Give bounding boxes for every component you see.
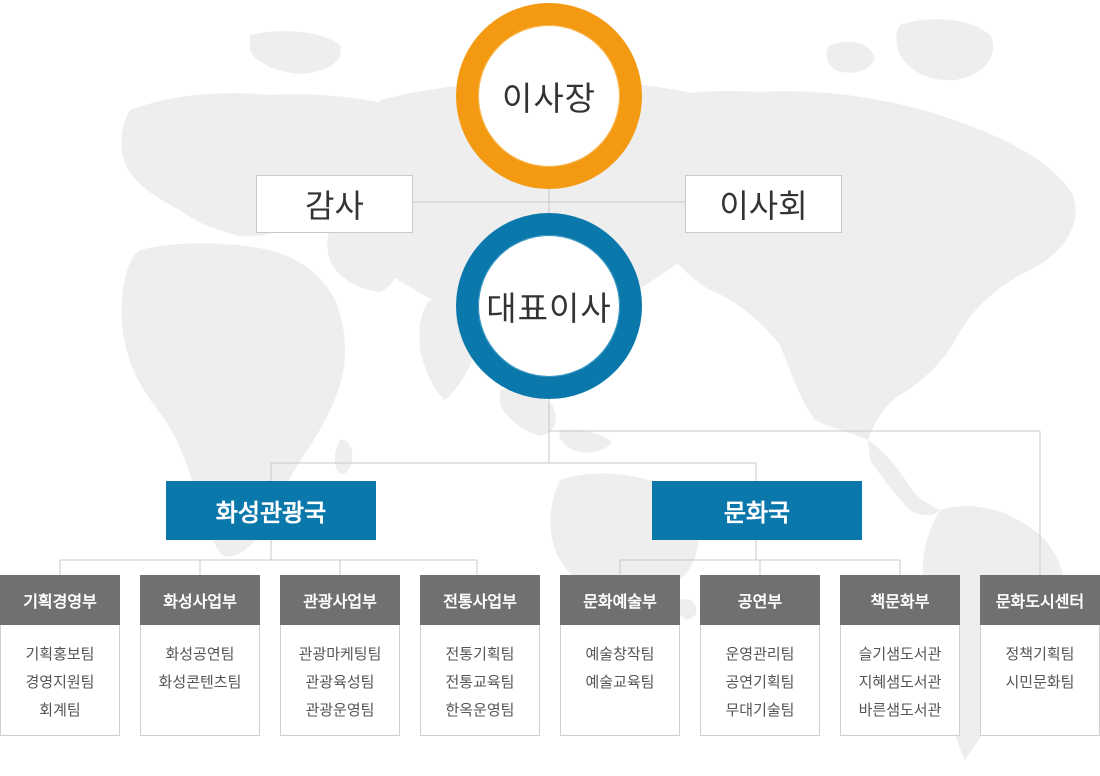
team-list: 슬기샘도서관 지혜샘도서관 바른샘도서관 [840, 625, 960, 736]
team-list: 정책기획팀 시민문화팀 [980, 625, 1100, 736]
auditor-label: 감사 [305, 187, 364, 225]
department-card: 화성사업부 화성공연팀 화성콘텐츠팀 [140, 575, 260, 736]
team-list: 화성공연팀 화성콘텐츠팀 [140, 625, 260, 736]
chairman-label: 이사장 [501, 79, 597, 118]
department-card: 공연부 운영관리팀 공연기획팀 무대기술팀 [700, 575, 820, 736]
department-card: 관광사업부 관광마케팅팀 관광육성팀 관광운영팀 [280, 575, 400, 736]
department-name: 공연부 [700, 575, 820, 625]
department-card: 책문화부 슬기샘도서관 지혜샘도서관 바른샘도서관 [840, 575, 960, 736]
team-item: 회계팀 [39, 701, 81, 719]
board-label: 이사회 [719, 187, 808, 225]
department-card: 문화도시센터 정책기획팀 시민문화팀 [980, 575, 1100, 736]
team-item: 한옥운영팀 [445, 701, 515, 719]
department-card: 기획경영부 기획홍보팀 경영지원팀 회계팀 [0, 575, 120, 736]
team-item: 전통교육팀 [445, 673, 515, 691]
team-item: 관광육성팀 [305, 673, 375, 691]
team-item: 경영지원팀 [25, 673, 95, 691]
department-name: 기획경영부 [0, 575, 120, 625]
division-label: 화성관광국 [215, 499, 327, 527]
team-list: 예술창작팀 예술교육팀 [560, 625, 680, 736]
ceo-label: 대표이사 [486, 289, 612, 328]
team-list: 전통기획팀 전통교육팀 한옥운영팀 [420, 625, 540, 736]
team-item: 화성콘텐츠팀 [158, 673, 242, 691]
board-node: 이사회 [685, 175, 842, 233]
team-item: 관광마케팅팀 [298, 645, 382, 663]
department-name: 화성사업부 [140, 575, 260, 625]
team-item: 지혜샘도서관 [858, 673, 942, 691]
team-item: 운영관리팀 [725, 645, 795, 663]
team-item: 바른샘도서관 [858, 701, 942, 719]
department-name: 문화도시센터 [980, 575, 1100, 625]
team-item: 시민문화팀 [1005, 673, 1075, 691]
department-name: 문화예술부 [560, 575, 680, 625]
department-name: 전통사업부 [420, 575, 540, 625]
division-culture: 문화국 [652, 481, 862, 540]
team-item: 기획홍보팀 [25, 645, 95, 663]
division-hwaseong-tourism: 화성관광국 [166, 481, 376, 540]
team-item: 공연기획팀 [725, 673, 795, 691]
team-item: 무대기술팀 [725, 701, 795, 719]
team-item: 화성공연팀 [165, 645, 235, 663]
team-item: 예술창작팀 [585, 645, 655, 663]
team-item: 관광운영팀 [305, 701, 375, 719]
department-name: 관광사업부 [280, 575, 400, 625]
chairman-node: 이사장 [456, 3, 642, 189]
department-name: 책문화부 [840, 575, 960, 625]
team-list: 운영관리팀 공연기획팀 무대기술팀 [700, 625, 820, 736]
team-list: 관광마케팅팀 관광육성팀 관광운영팀 [280, 625, 400, 736]
department-card: 전통사업부 전통기획팀 전통교육팀 한옥운영팀 [420, 575, 540, 736]
team-item: 예술교육팀 [585, 673, 655, 691]
department-card: 문화예술부 예술창작팀 예술교육팀 [560, 575, 680, 736]
auditor-node: 감사 [256, 175, 413, 233]
team-item: 슬기샘도서관 [858, 645, 942, 663]
team-list: 기획홍보팀 경영지원팀 회계팀 [0, 625, 120, 736]
division-label: 문화국 [723, 499, 791, 527]
ceo-node: 대표이사 [456, 213, 642, 399]
team-item: 정책기획팀 [1005, 645, 1075, 663]
team-item: 전통기획팀 [445, 645, 515, 663]
